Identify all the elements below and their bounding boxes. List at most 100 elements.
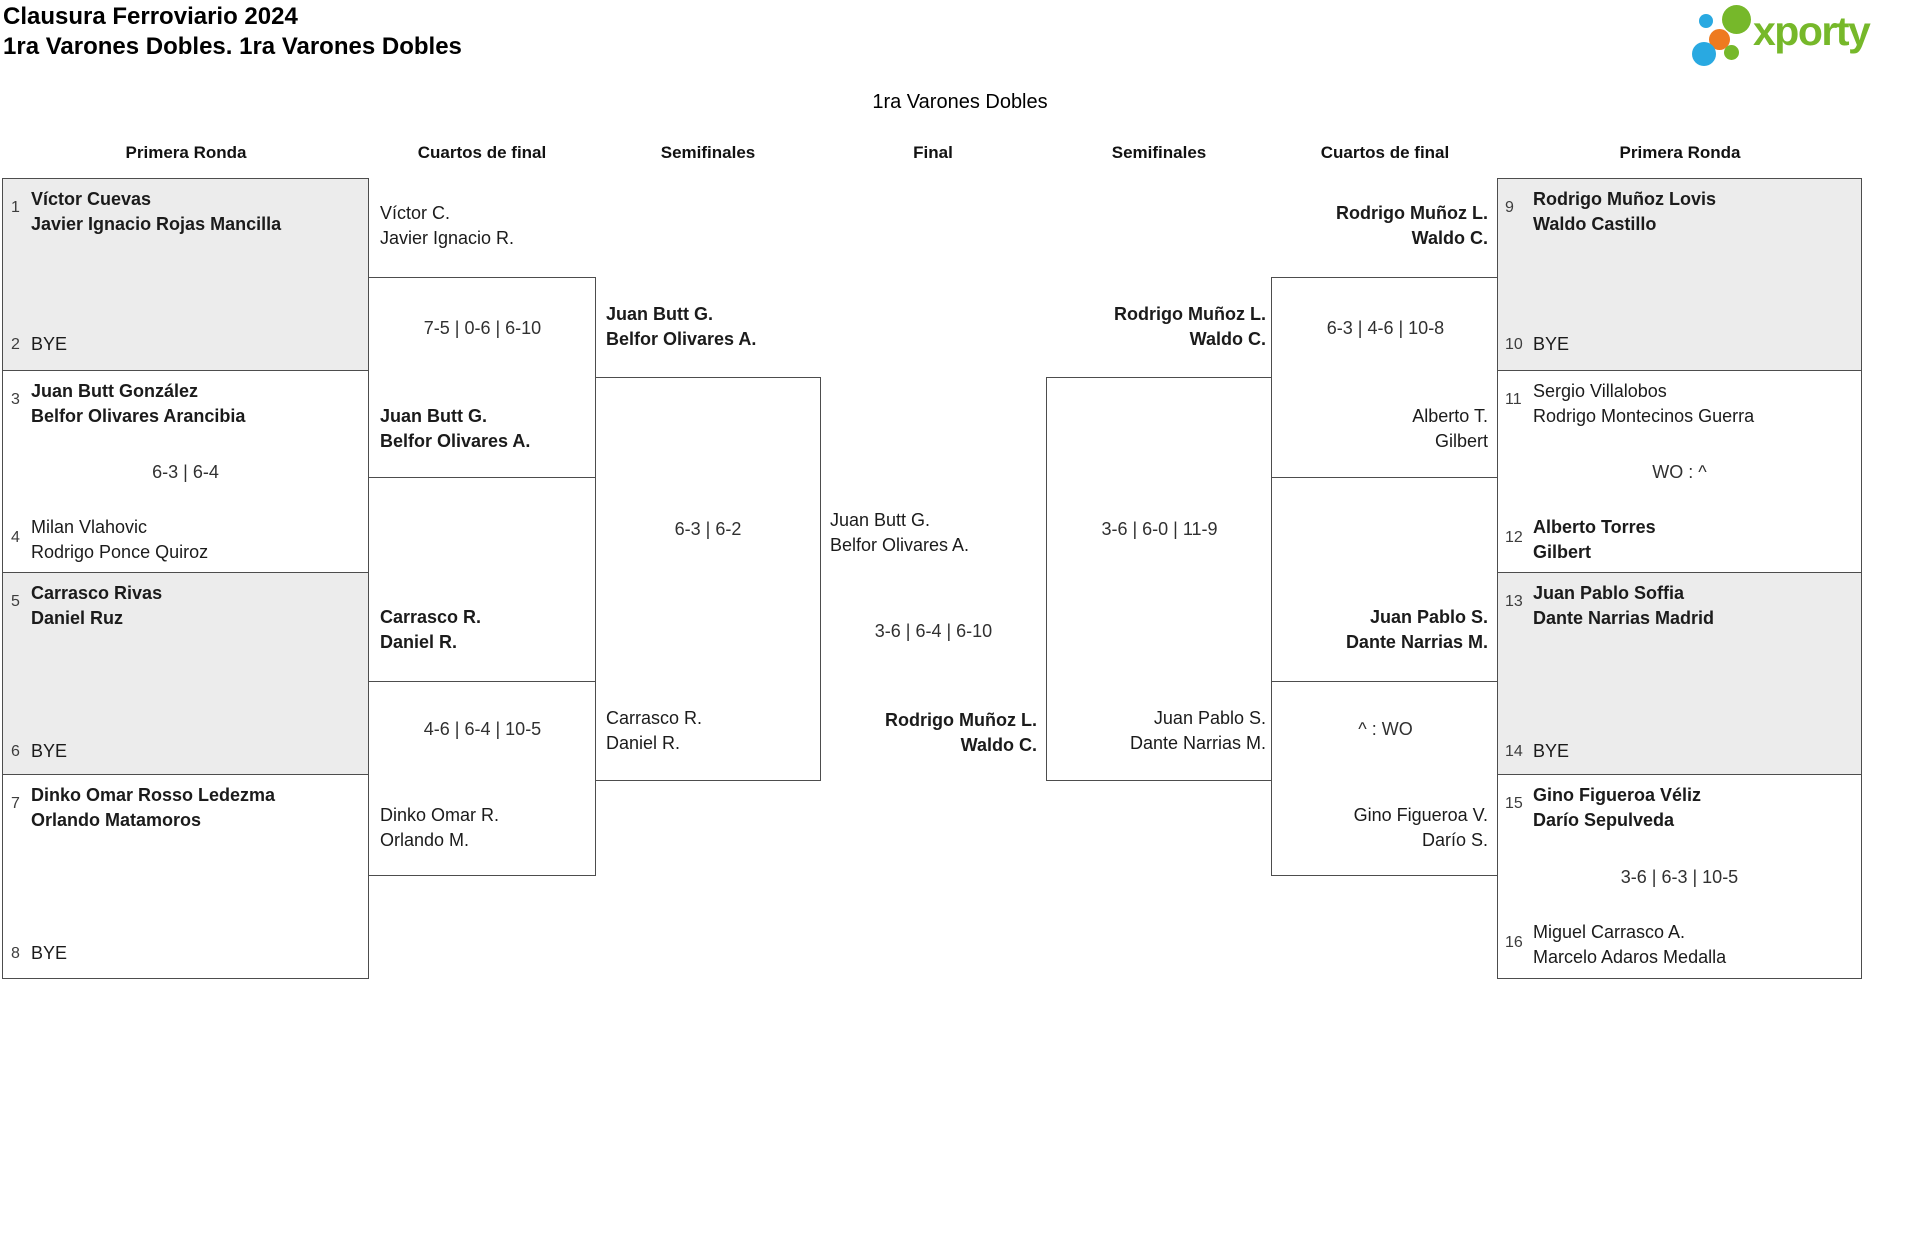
tournament-title: Clausura Ferroviario 2024 (3, 3, 298, 30)
seed-number: 11 (1505, 391, 1522, 408)
team-name: Gino Figueroa V. (1353, 805, 1488, 825)
match-box-r1-right-1: 9 Rodrigo Muñoz Lovis Waldo Castillo 10 … (1497, 178, 1862, 371)
team-name: Belfor Olivares Arancibia (31, 406, 246, 426)
team-name: Dinko Omar R. (380, 805, 500, 825)
team-name: BYE (1533, 741, 1570, 761)
team-name: Gilbert (1533, 542, 1592, 562)
match-score: 6-3 | 4-6 | 10-8 (1326, 318, 1445, 338)
team-entry-bye: BYE (1533, 332, 1569, 357)
team-entry: Alberto T. Gilbert (1280, 404, 1488, 454)
match-score: ^ : WO (1358, 719, 1413, 739)
seed-number: 1 (11, 199, 20, 216)
team-entry-bye: BYE (1533, 739, 1569, 764)
seed-number: 3 (11, 391, 20, 408)
seed-number: 16 (1505, 934, 1523, 951)
team-entry: Dinko Omar Rosso Ledezma Orlando Matamor… (31, 783, 275, 833)
column-header-primera-ronda-left: Primera Ronda (125, 143, 247, 162)
match-box-sf-right (1046, 377, 1272, 781)
logo-dot-orange-icon (1709, 29, 1730, 50)
team-name: Rodrigo Muñoz Lovis (1533, 189, 1716, 209)
team-entry: Juan Butt G. Belfor Olivares A. (380, 404, 530, 454)
team-entry: Gino Figueroa V. Darío S. (1280, 803, 1488, 853)
team-name: Víctor Cuevas (31, 189, 152, 209)
team-entry-bye: BYE (31, 941, 67, 966)
team-name: Waldo C. (1189, 329, 1266, 349)
match-score: 6-3 | 6-4 (152, 462, 219, 482)
logo-dot-green-small-icon (1724, 45, 1739, 60)
team-name: Sergio Villalobos (1533, 381, 1667, 401)
team-name: Darío Sepulveda (1533, 810, 1675, 830)
team-name: Daniel R. (380, 632, 458, 652)
logo-dot-green-big-icon (1722, 5, 1751, 34)
team-entry: Sergio Villalobos Rodrigo Montecinos Gue… (1533, 379, 1754, 429)
match-box-r1-right-2: 11 Sergio Villalobos Rodrigo Montecinos … (1497, 370, 1862, 573)
team-name: Orlando Matamoros (31, 810, 202, 830)
team-name: Dante Narrias M. (1129, 733, 1266, 753)
column-header-cuartos-left: Cuartos de final (417, 143, 547, 162)
category-subtitle: 1ra Varones Dobles. 1ra Varones Dobles (3, 33, 462, 60)
team-name: Juan Pablo Soffia (1533, 583, 1685, 603)
team-entry: Carrasco R. Daniel R. (606, 706, 702, 756)
match-score: 3-6 | 6-0 | 11-9 (1101, 519, 1218, 539)
team-entry: Milan Vlahovic Rodrigo Ponce Quiroz (31, 515, 208, 565)
logo-dot-blue-medium-icon (1692, 42, 1716, 66)
team-entry: Rodrigo Muñoz L. Waldo C. (1058, 302, 1266, 352)
team-name: BYE (1533, 334, 1570, 354)
team-entry: Dinko Omar R. Orlando M. (380, 803, 499, 853)
team-name: Víctor C. (380, 203, 451, 223)
match-box-r1-left-3: 5 Carrasco Rivas Daniel Ruz 6 BYE (2, 572, 369, 775)
match-score: WO : ^ (1652, 462, 1707, 482)
team-name: Waldo Castillo (1533, 214, 1657, 234)
logo-wordmark: xporty (1753, 8, 1871, 54)
team-name: Belfor Olivares A. (606, 329, 757, 349)
team-entry: Miguel Carrasco A. Marcelo Adaros Medall… (1533, 920, 1726, 970)
team-name: Rodrigo Ponce Quiroz (31, 542, 209, 562)
match-box-r1-left-4: 7 Dinko Omar Rosso Ledezma Orlando Matam… (2, 774, 369, 979)
match-score: 3-6 | 6-4 | 6-10 (874, 621, 993, 641)
seed-number: 2 (11, 336, 20, 353)
team-entry: Juan Butt G. Belfor Olivares A. (830, 508, 969, 558)
match-box-r1-left-2: 3 Juan Butt González Belfor Olivares Ara… (2, 370, 369, 573)
team-entry: Gino Figueroa Véliz Darío Sepulveda (1533, 783, 1701, 833)
team-name: Dante Narrias Madrid (1533, 608, 1715, 628)
team-entry: Rodrigo Muñoz L. Waldo C. (827, 708, 1037, 758)
team-entry: Rodrigo Muñoz L. Waldo C. (1280, 201, 1488, 251)
seed-number: 8 (11, 945, 20, 962)
match-score: 4-6 | 6-4 | 10-5 (423, 719, 542, 739)
team-entry-bye: BYE (31, 332, 67, 357)
team-name: Belfor Olivares A. (380, 431, 531, 451)
xporty-logo[interactable]: xporty (1685, 2, 1915, 68)
team-name: Rodrigo Muñoz L. (885, 710, 1037, 730)
team-name: Rodrigo Muñoz L. (1114, 304, 1266, 324)
team-entry: Carrasco Rivas Daniel Ruz (31, 581, 162, 631)
team-name: Juan Butt G. (606, 304, 713, 324)
team-entry: Rodrigo Muñoz Lovis Waldo Castillo (1533, 187, 1716, 237)
team-name: Rodrigo Muñoz L. (1336, 203, 1488, 223)
team-name: BYE (31, 741, 68, 761)
team-name: Carrasco Rivas (31, 583, 163, 603)
seed-number: 5 (11, 593, 20, 610)
column-header-primera-ronda-right: Primera Ronda (1619, 143, 1741, 162)
seed-number: 9 (1505, 199, 1514, 216)
match-score: 7-5 | 0-6 | 6-10 (423, 318, 542, 338)
team-name: Milan Vlahovic (31, 517, 148, 537)
team-name: Belfor Olivares A. (830, 535, 970, 555)
team-name: Juan Butt González (31, 381, 199, 401)
team-name: Waldo C. (960, 735, 1037, 755)
team-name: Juan Pablo S. (1369, 607, 1488, 627)
team-name: Darío S. (1421, 830, 1488, 850)
team-entry: Juan Pablo S. Dante Narrias M. (1058, 706, 1266, 756)
team-name: BYE (31, 334, 68, 354)
team-entry: Juan Pablo Soffia Dante Narrias Madrid (1533, 581, 1714, 631)
column-header-final: Final (913, 143, 953, 162)
team-entry: Juan Pablo S. Dante Narrias M. (1280, 605, 1488, 655)
team-name: Rodrigo Montecinos Guerra (1533, 406, 1755, 426)
team-name: Juan Butt G. (830, 510, 931, 530)
match-score: 6-3 | 6-2 (674, 519, 742, 539)
team-name: Dante Narrias M. (1345, 632, 1488, 652)
seed-number: 14 (1505, 743, 1523, 760)
team-entry: Juan Butt G. Belfor Olivares A. (606, 302, 756, 352)
team-name: Juan Pablo S. (1153, 708, 1266, 728)
column-header-semifinales-left: Semifinales (660, 143, 756, 162)
